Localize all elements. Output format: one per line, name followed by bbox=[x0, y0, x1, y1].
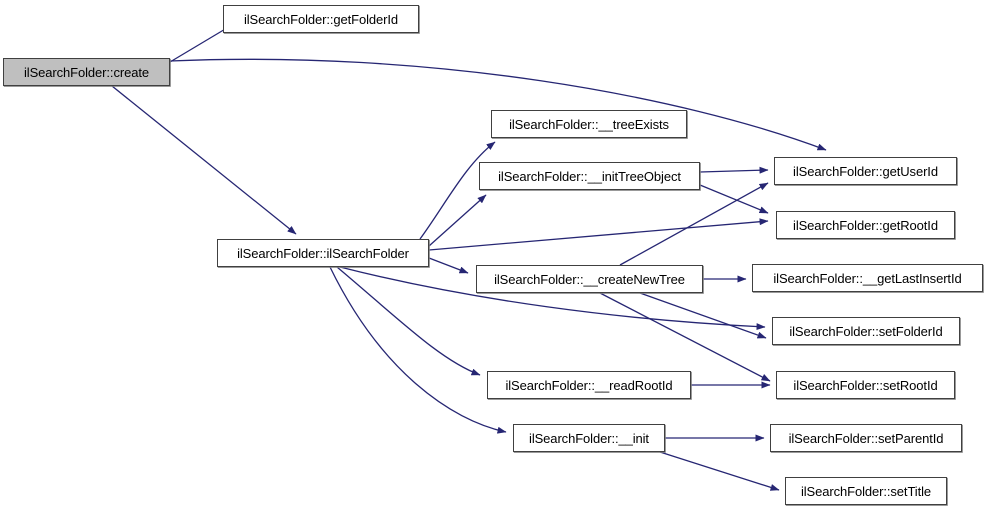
graph-node-label-setTitle: ilSearchFolder::setTitle bbox=[800, 483, 932, 499]
graph-node-setParentId[interactable]: ilSearchFolder::setParentId bbox=[770, 424, 962, 452]
graph-node-label-create: ilSearchFolder::create bbox=[24, 64, 149, 80]
graph-node-label-createNewTree: ilSearchFolder::__createNewTree bbox=[494, 271, 685, 287]
graph-node-setRootId[interactable]: ilSearchFolder::setRootId bbox=[776, 371, 955, 399]
graph-node-label-readRootId: ilSearchFolder::__readRootId bbox=[505, 377, 673, 393]
edge-ctor-to-initTreeObject bbox=[428, 194, 487, 247]
graph-node-create[interactable]: ilSearchFolder::create bbox=[3, 58, 170, 86]
edge-initTreeObject-to-getRootId bbox=[699, 184, 769, 214]
graph-node-init[interactable]: ilSearchFolder::__init bbox=[513, 424, 665, 452]
edge-create-to-ctor bbox=[111, 85, 297, 235]
graph-node-label-initTreeObject: ilSearchFolder::__initTreeObject bbox=[498, 168, 681, 184]
edge-ctor-to-createNewTree bbox=[428, 257, 469, 274]
graph-node-treeExists[interactable]: ilSearchFolder::__treeExists bbox=[491, 110, 687, 138]
graph-node-getRootId[interactable]: ilSearchFolder::getRootId bbox=[776, 211, 955, 239]
graph-node-getFolderId[interactable]: ilSearchFolder::getFolderId bbox=[223, 5, 419, 33]
graph-node-label-ctor: ilSearchFolder::ilSearchFolder bbox=[237, 245, 409, 261]
graph-node-label-setRootId: ilSearchFolder::setRootId bbox=[793, 377, 938, 393]
graph-node-label-treeExists: ilSearchFolder::__treeExists bbox=[509, 116, 669, 132]
graph-node-getLastInsertId[interactable]: ilSearchFolder::__getLastInsertId bbox=[752, 264, 983, 292]
graph-node-label-getLastInsertId: ilSearchFolder::__getLastInsertId bbox=[773, 270, 962, 286]
graph-node-setTitle[interactable]: ilSearchFolder::setTitle bbox=[785, 477, 947, 505]
graph-node-createNewTree[interactable]: ilSearchFolder::__createNewTree bbox=[476, 265, 703, 293]
edge-createNewTree-to-setRootId bbox=[599, 292, 771, 382]
edge-ctor-to-treeExists bbox=[419, 141, 496, 240]
edge-initTreeObject-to-getUserId bbox=[699, 166, 769, 174]
graph-node-label-getRootId: ilSearchFolder::getRootId bbox=[793, 217, 938, 233]
graph-node-initTreeObject[interactable]: ilSearchFolder::__initTreeObject bbox=[479, 162, 700, 190]
edge-createNewTree-to-getUserId bbox=[619, 182, 769, 266]
graph-node-setFolderId[interactable]: ilSearchFolder::setFolderId bbox=[772, 317, 960, 345]
edge-init-to-setTitle bbox=[659, 451, 780, 491]
graph-node-label-setParentId: ilSearchFolder::setParentId bbox=[788, 430, 944, 446]
edge-createNewTree-to-setFolderId bbox=[639, 292, 767, 339]
graph-node-readRootId[interactable]: ilSearchFolder::__readRootId bbox=[487, 371, 691, 399]
graph-node-label-getFolderId: ilSearchFolder::getFolderId bbox=[243, 11, 399, 27]
graph-node-label-init: ilSearchFolder::__init bbox=[529, 430, 649, 446]
graph-node-label-setFolderId: ilSearchFolder::setFolderId bbox=[789, 323, 943, 339]
graph-node-label-getUserId: ilSearchFolder::getUserId bbox=[793, 163, 938, 179]
edge-ctor-to-readRootId bbox=[336, 266, 481, 376]
graph-node-ctor[interactable]: ilSearchFolder::ilSearchFolder bbox=[217, 239, 429, 267]
edge-ctor-to-getRootId bbox=[428, 218, 769, 251]
graph-node-getUserId[interactable]: ilSearchFolder::getUserId bbox=[774, 157, 957, 185]
